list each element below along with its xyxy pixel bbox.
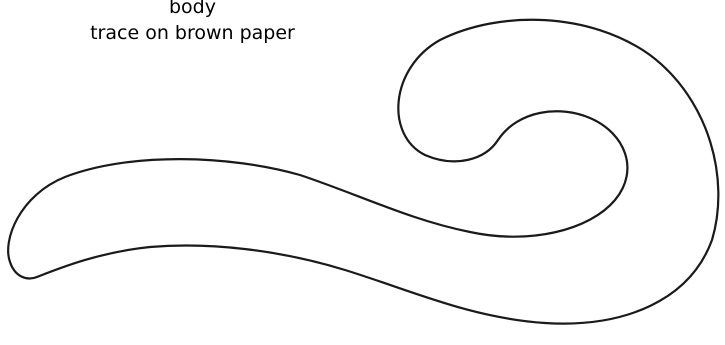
body-outline	[7, 18, 720, 325]
part-name: body	[169, 0, 216, 18]
template-label: body trace on brown paper	[40, 0, 345, 46]
trace-instruction: trace on brown paper	[90, 22, 295, 44]
